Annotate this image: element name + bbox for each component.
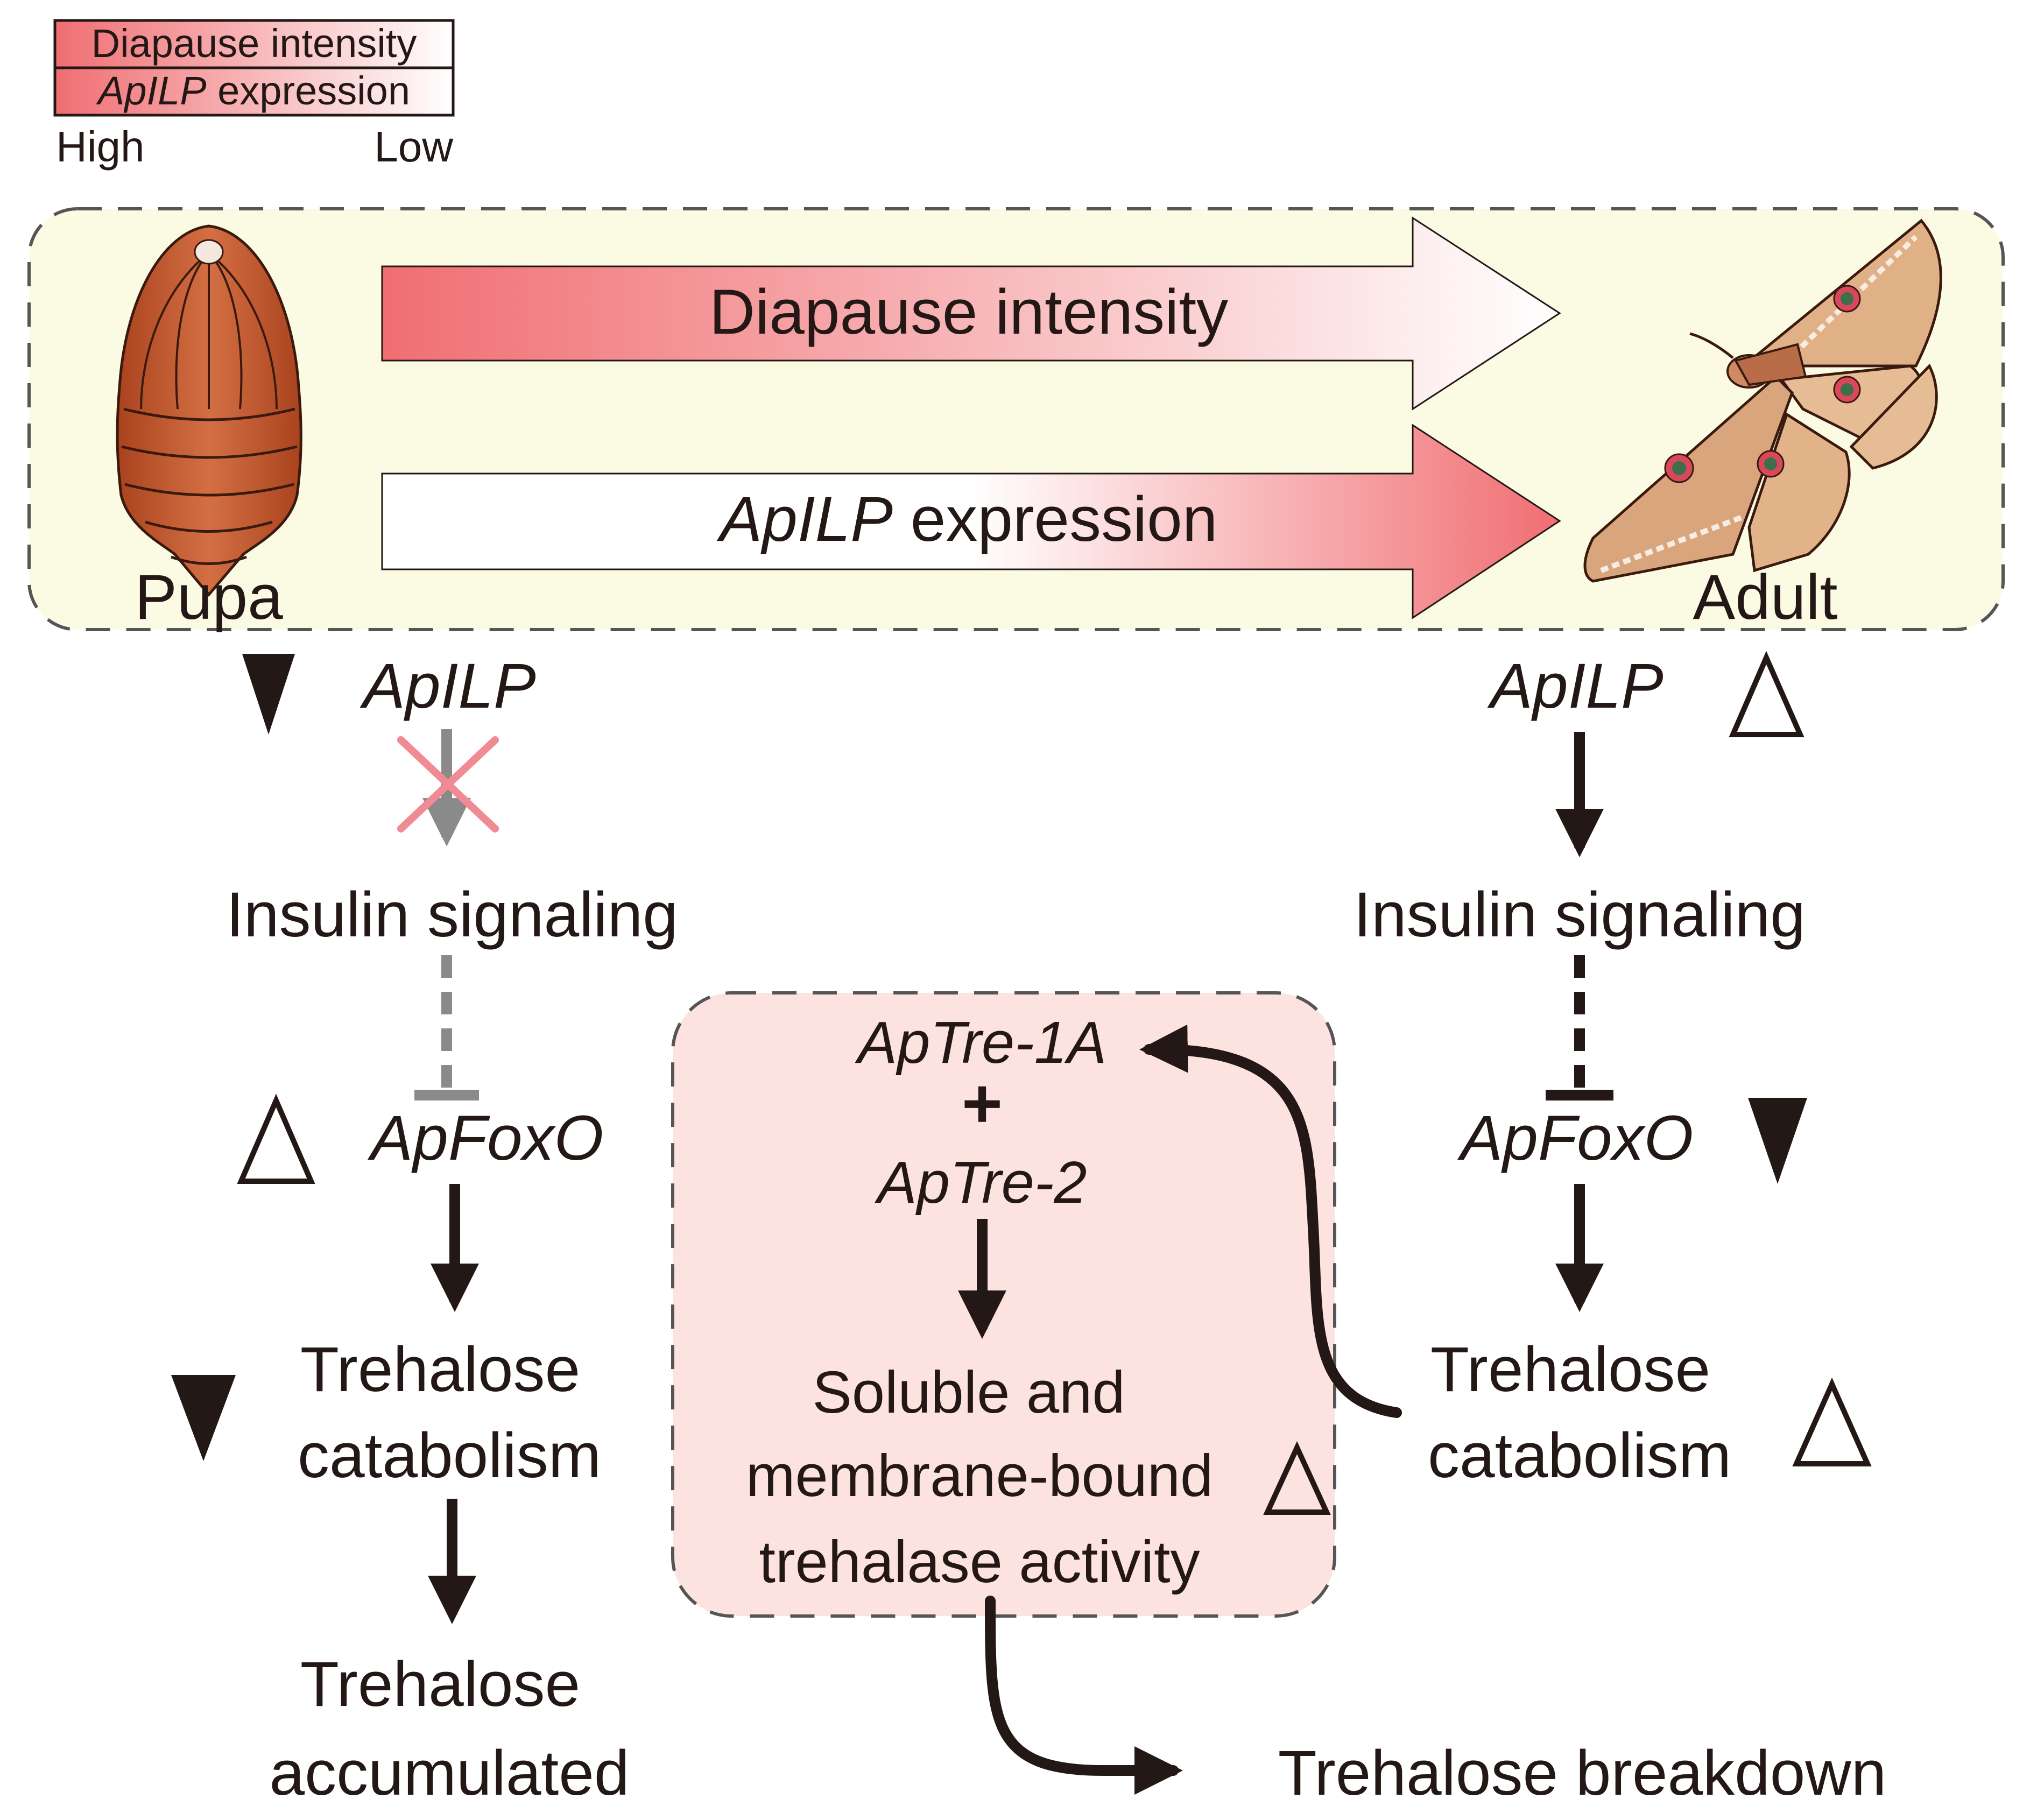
diapause-intensity-arrow: [381, 216, 1561, 411]
center-activity-line3: trehalase activity: [759, 1529, 1200, 1595]
right-decrease-triangle-foxo: [1748, 1098, 1807, 1184]
left-result-line1: Trehalose: [300, 1649, 580, 1720]
adult-label: Adult: [1693, 562, 1838, 633]
legend-bar-ilp: [53, 66, 455, 117]
left-foxo-gene: ApFoxO: [368, 1103, 604, 1174]
legend-label-ilp-rest: expression: [207, 68, 410, 113]
right-insulin-signaling: Insulin signaling: [1354, 879, 1806, 950]
legend: Diapause intensity ApILP expression High…: [53, 19, 455, 171]
right-foxo-gene: ApFoxO: [1457, 1103, 1694, 1174]
right-catabolism-line2: catabolism: [1428, 1420, 1731, 1491]
right-increase-triangle-ilp: [1729, 651, 1805, 737]
left-decrease-triangle-catabolism: [171, 1375, 236, 1461]
center-plus-sign: +: [962, 1064, 1003, 1142]
legend-label-diapause: Diapause intensity: [91, 21, 417, 66]
ilp-expression-arrow-label: ApILP expression: [717, 484, 1218, 555]
legend-label-ilp-gene: ApILP: [96, 68, 207, 113]
pupa-label: Pupa: [135, 562, 283, 633]
catabolism-to-tre1a-arrow: [1139, 1024, 1402, 1418]
right-pathway: ApILP Insulin signaling ApFoxO Trehalose…: [1354, 651, 1872, 1491]
ilp-expression-arrow: [381, 424, 1561, 619]
center-activity-line2: membrane-bound: [746, 1443, 1213, 1509]
left-increase-triangle-foxo: [237, 1094, 315, 1184]
top-panel: Pupa Diapause intensity ApILP expression: [27, 207, 2005, 633]
ilp-expression-arrow-rest: expression: [893, 484, 1217, 555]
center-gene-tre2: ApTre-2: [874, 1149, 1087, 1216]
center-box: ApTre-1A + ApTre-2 Soluble and membrane-…: [671, 991, 1336, 1618]
left-pathway: ApILP Insulin signaling ApFoxO Trehalose…: [171, 651, 678, 1809]
center-box-frame: [671, 991, 1336, 1618]
right-increase-triangle-catabolism: [1792, 1377, 1872, 1466]
left-ilp-gene: ApILP: [360, 651, 535, 722]
left-insulin-signaling: Insulin signaling: [226, 879, 678, 950]
diapause-intensity-arrow-label: Diapause intensity: [709, 277, 1228, 348]
ilp-expression-arrow-gene: ApILP: [717, 484, 893, 555]
center-gene-tre1a: ApTre-1A: [855, 1010, 1107, 1076]
left-catabolism-line1: Trehalose: [300, 1334, 580, 1405]
blocked-cross-icon: [397, 736, 499, 833]
left-result-line2: accumulated: [269, 1738, 629, 1809]
activity-to-breakdown-arrow: [985, 1596, 1183, 1795]
legend-label-ilp: ApILP expression: [96, 68, 410, 113]
legend-low-label: Low: [374, 123, 453, 171]
left-catabolism-line2: catabolism: [298, 1420, 601, 1491]
legend-bar-diapause: [53, 19, 455, 69]
center-activity-line1: Soluble and: [812, 1359, 1125, 1426]
pupa-illustration: [116, 224, 302, 597]
right-ilp-gene: ApILP: [1487, 651, 1663, 722]
left-decrease-triangle-ilp: [242, 654, 295, 735]
center-increase-triangle-activity: [1263, 1441, 1331, 1515]
right-catabolism-line1: Trehalose: [1430, 1334, 1710, 1405]
moth-illustration: [1583, 218, 1942, 583]
legend-high-label: High: [56, 123, 145, 171]
trehalose-breakdown-label: Trehalose breakdown: [1278, 1738, 1886, 1809]
